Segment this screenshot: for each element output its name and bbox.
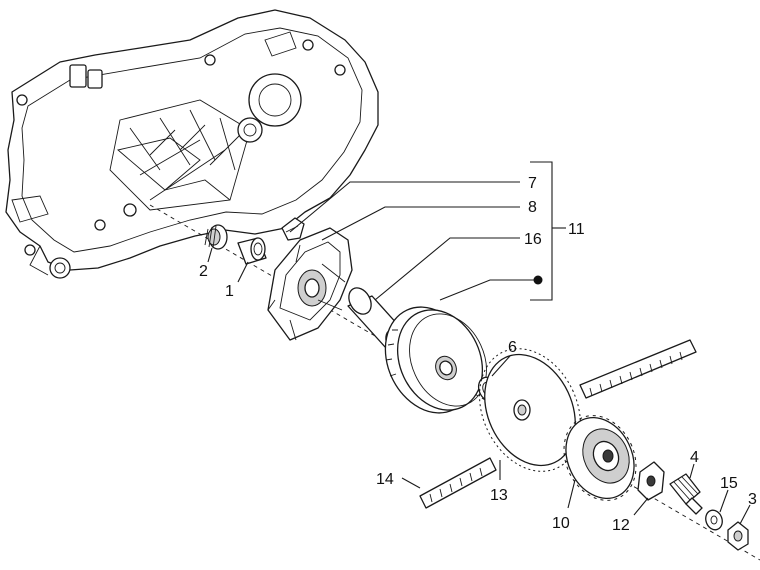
part-3-nut [727,521,749,551]
part-10-clutch [563,415,637,501]
part-2-gear [204,224,228,250]
housing-ribs [109,99,251,211]
callout-3: 3 [748,491,757,508]
belt-segment-upper [579,339,697,399]
callout-4: 4 [690,449,699,466]
part-8-ramp-plate [267,227,353,341]
leader-lines [207,161,751,525]
callout-16: 16 [524,231,542,248]
callout-labels: 2 1 7 8 16 11 6 13 14 10 12 4 15 3 [199,175,757,534]
crankcase-housing [5,9,379,279]
callout-7: 7 [528,175,537,192]
callout-15: 15 [720,475,738,492]
belt-segment-lower [419,457,497,509]
part-12-nut [637,461,665,501]
part-15-washer [705,509,723,531]
part-4-shaft-gear [669,473,703,515]
assembly-dot-marker [533,275,543,285]
callout-14: 14 [376,471,394,488]
callout-2: 2 [199,263,208,280]
callout-8: 8 [528,199,537,216]
callout-1: 1 [225,283,234,300]
part-13-toothed-pulley [479,348,581,472]
callout-10: 10 [552,515,570,532]
variator-pulley [384,306,487,414]
callout-12: 12 [612,517,630,534]
callout-13: 13 [490,487,508,504]
callout-6: 6 [508,339,517,356]
part-1-bushing [237,237,267,265]
callout-11: 11 [568,221,585,238]
housing-bosses [16,31,346,279]
